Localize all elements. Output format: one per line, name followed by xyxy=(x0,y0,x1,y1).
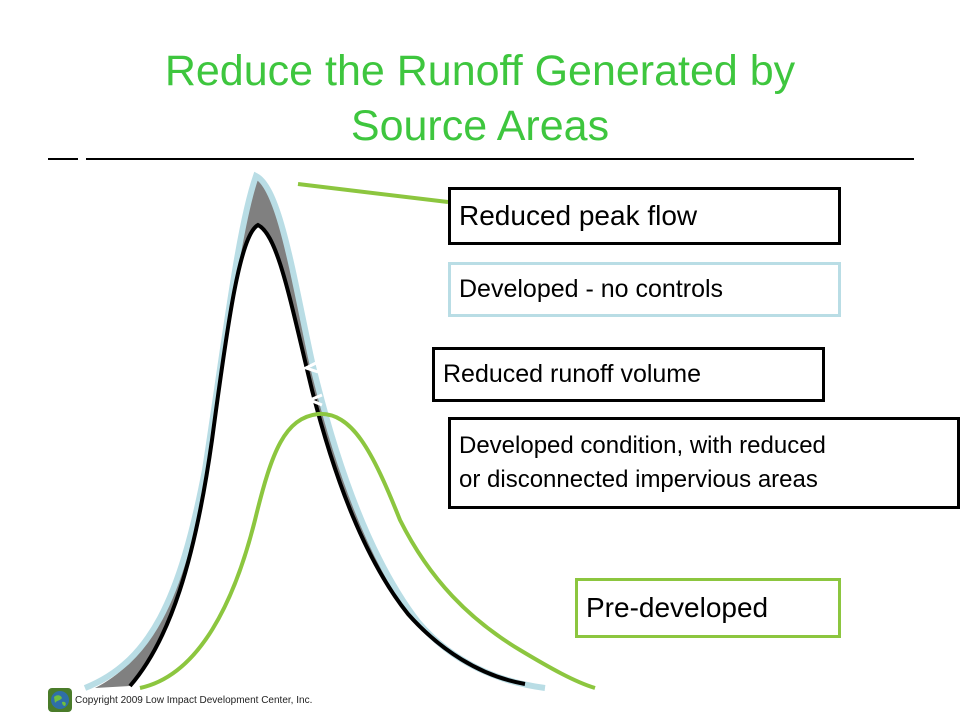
globe-logo-icon xyxy=(48,688,72,712)
developed-no-controls-label: Developed - no controls xyxy=(448,262,841,317)
title-rule-left xyxy=(48,158,78,160)
arrow-mark-lower xyxy=(306,393,323,407)
peak-leader-line xyxy=(297,182,449,204)
developed-condition-label: Developed condition, with reduced or dis… xyxy=(448,417,960,509)
reduced-runoff-volume-label: Reduced runoff volume xyxy=(432,347,825,402)
pre-developed-curve xyxy=(139,411,596,690)
title-rule-right xyxy=(86,158,914,160)
copyright-text: Copyright 2009 Low Impact Development Ce… xyxy=(75,695,313,706)
pre-developed-label: Pre-developed xyxy=(575,578,841,638)
arrow-mark-upper xyxy=(302,360,319,374)
reduced-peak-flow-label: Reduced peak flow xyxy=(448,187,841,245)
reduced-developed-curve xyxy=(128,222,526,688)
slide-title: Reduce the Runoff Generated by Source Ar… xyxy=(164,47,796,150)
